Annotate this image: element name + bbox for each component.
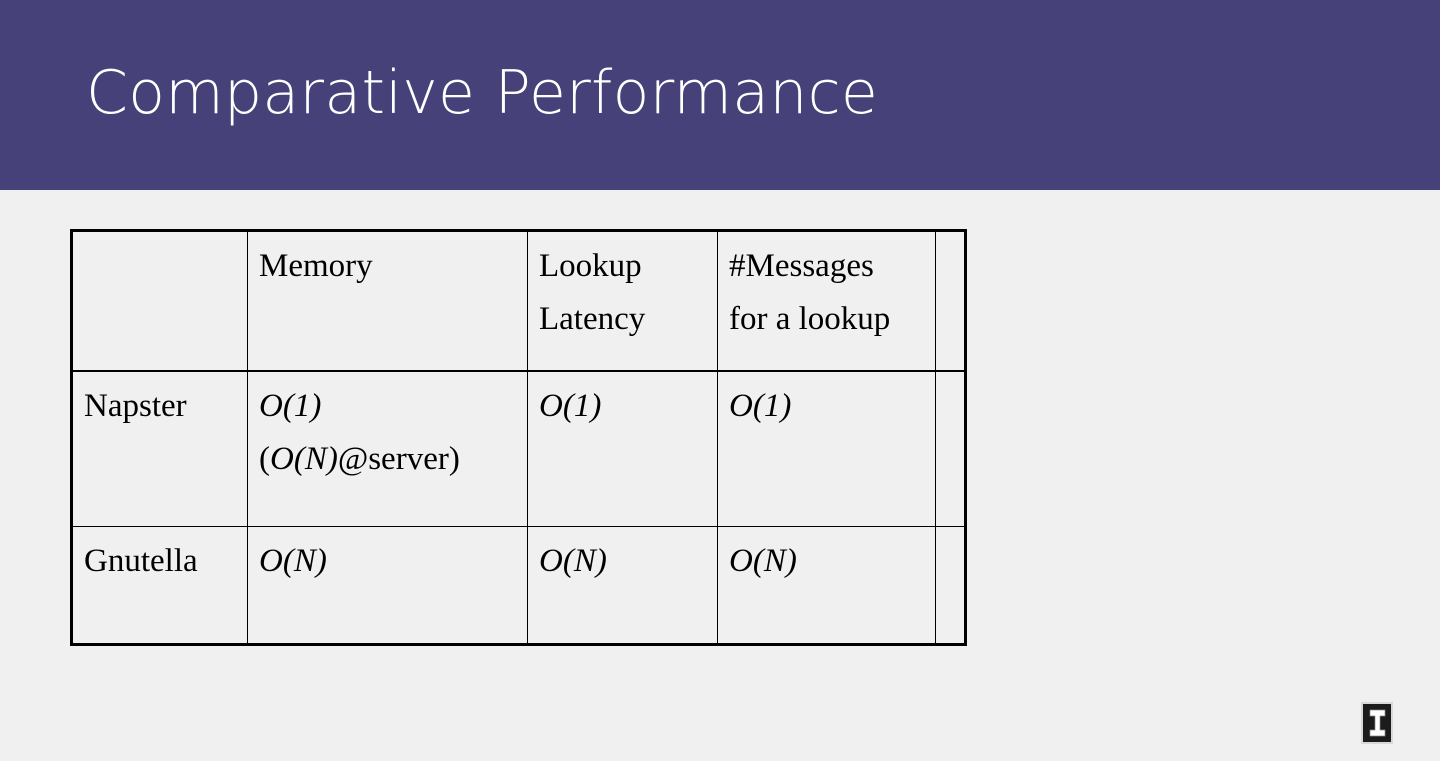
cell-napster-memory: O(1) (O(N)@server) <box>247 371 528 527</box>
table-row: Napster O(1) (O(N)@server) O(1) O(1) <box>71 371 966 527</box>
header-messages-line2: for a lookup <box>729 301 891 337</box>
napster-memory-server: @server) <box>337 441 460 477</box>
row-label-gnutella: Gnutella <box>71 526 248 645</box>
cell-gnutella-lookup-latency: O(N) <box>527 526 718 645</box>
cell-gnutella-messages: O(N) <box>717 526 936 645</box>
header-cell-memory: Memory <box>247 230 528 372</box>
header-lookup-line2: Latency <box>539 301 646 337</box>
napster-memory-line2: (O(N)@server) <box>259 433 527 486</box>
comparative-performance-table: Memory Lookup Latency #Messages for a lo… <box>70 229 967 646</box>
header-cell-messages: #Messages for a lookup <box>717 230 936 372</box>
page-title: Comparative Performance <box>86 58 879 128</box>
napster-memory-paren-open: ( <box>259 441 270 477</box>
header-cell-extra <box>935 230 966 372</box>
cell-napster-messages: O(1) <box>717 371 936 527</box>
cell-napster-extra <box>935 371 966 527</box>
napster-memory-line1: O(1) <box>259 388 322 424</box>
row-label-napster: Napster <box>71 371 248 527</box>
cell-gnutella-memory: O(N) <box>247 526 528 645</box>
napster-memory-bigo: O(N) <box>270 441 338 477</box>
table-header-row: Memory Lookup Latency #Messages for a lo… <box>71 230 966 372</box>
header-messages-line1: #Messages <box>729 248 874 284</box>
header-memory-line1: Memory <box>259 248 373 284</box>
illinois-block-i-logo <box>1361 702 1393 744</box>
header-cell-lookup-latency: Lookup Latency <box>527 230 718 372</box>
cell-gnutella-extra <box>935 526 966 645</box>
slide-content-area: Memory Lookup Latency #Messages for a lo… <box>0 190 1440 761</box>
gnutella-memory-line1: O(N) <box>259 543 327 579</box>
header-lookup-line1: Lookup <box>539 248 642 284</box>
table-row: Gnutella O(N) O(N) O(N) <box>71 526 966 645</box>
slide-title-bar: Comparative Performance <box>0 0 1440 190</box>
header-cell-corner <box>71 230 248 372</box>
cell-napster-lookup-latency: O(1) <box>527 371 718 527</box>
